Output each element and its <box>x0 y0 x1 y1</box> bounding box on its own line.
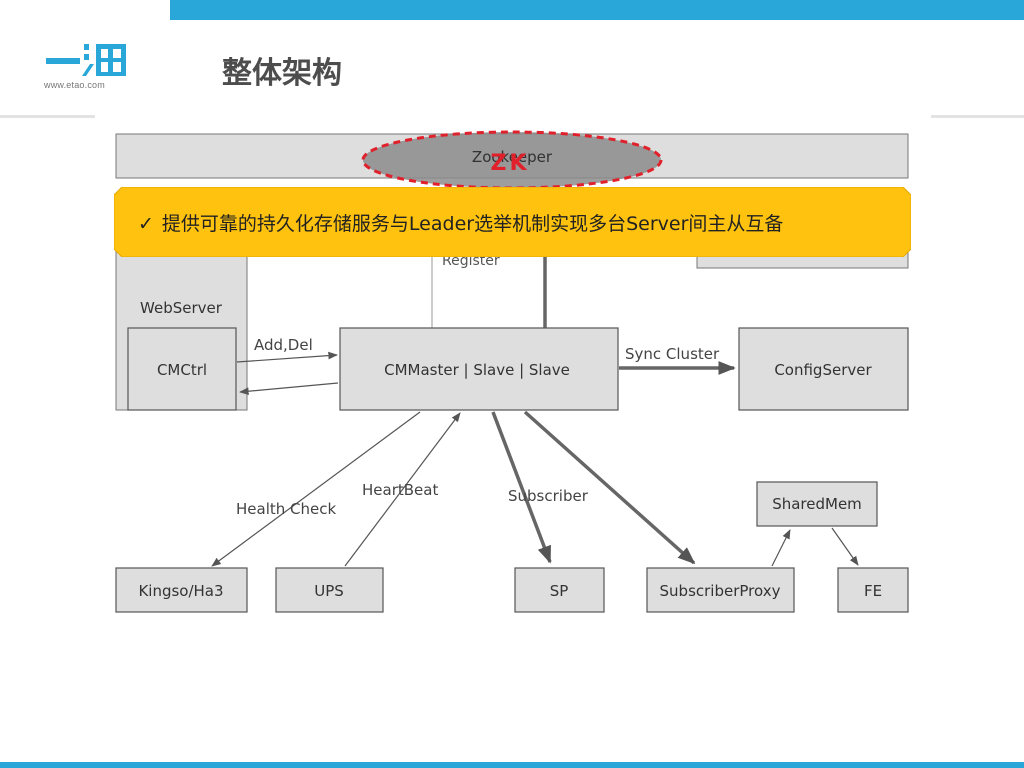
sp-box <box>514 567 605 613</box>
page-title: 整体架构 <box>222 56 342 91</box>
add-del-arrow <box>236 351 338 363</box>
header-separator-right <box>931 115 1024 118</box>
ups-label: UPS <box>314 582 344 600</box>
heartbeat-arrow <box>344 412 461 567</box>
subscriber-label: Subscriber <box>508 487 589 505</box>
etao-logo-mark-icon <box>46 44 126 76</box>
heartbeat-label: HeartBeat <box>362 481 438 499</box>
kingso-label: Kingso/Ha3 <box>138 582 223 600</box>
kingso-box <box>115 567 248 613</box>
webserver-label: WebServer <box>140 299 223 317</box>
callout-background <box>114 187 911 257</box>
add-del-label: Add,Del <box>254 336 313 354</box>
fe-label: FE <box>864 582 882 600</box>
cmctrl-label: CMCtrl <box>157 361 207 379</box>
subscriber-proxy-arrow <box>523 410 696 565</box>
subscriber-sp-arrow <box>491 411 552 564</box>
sharedmem-label: SharedMem <box>772 495 862 513</box>
sp-label: SP <box>550 582 569 600</box>
zk-callout: ✓ 提供可靠的持久化存储服务与Leader选举机制实现多台Server间主从互备 <box>114 187 911 257</box>
proxy-sharedmem-arrow <box>771 529 791 567</box>
health-check-arrow <box>211 411 421 567</box>
top-accent-bar <box>170 0 1024 20</box>
configserver-box <box>738 327 909 411</box>
configserver-label: ConfigServer <box>774 361 872 379</box>
cmmaster-label: CMMaster | Slave | Slave <box>384 361 570 379</box>
health-check-label: Health Check <box>236 500 336 518</box>
subscriberproxy-label: SubscriberProxy <box>660 582 781 600</box>
sync-cluster-label: Sync Cluster <box>625 345 720 363</box>
zk-highlight-ellipse <box>361 130 663 190</box>
fe-box <box>837 567 909 613</box>
subscriberproxy-box <box>646 567 795 613</box>
etao-logo: www.etao.com <box>44 38 130 96</box>
callout-text: 提供可靠的持久化存储服务与Leader选举机制实现多台Server间主从互备 <box>161 213 784 235</box>
cmctrl-box <box>127 327 237 411</box>
cmctrl-return-arrow <box>239 382 339 396</box>
ups-box <box>275 567 384 613</box>
bottom-accent-bar <box>0 762 1024 768</box>
zookeeper-label-over: Zookeeper <box>472 148 553 166</box>
header-separator-left <box>0 115 95 118</box>
cmmaster-box <box>339 327 619 411</box>
register-label: Register <box>442 253 500 269</box>
sharedmem-box <box>756 481 878 527</box>
zk-label: ZK <box>491 151 530 176</box>
check-icon: ✓ <box>138 213 154 235</box>
sharedmem-fe-arrow <box>831 527 859 566</box>
logo-url-text: www.etao.com <box>44 80 105 90</box>
